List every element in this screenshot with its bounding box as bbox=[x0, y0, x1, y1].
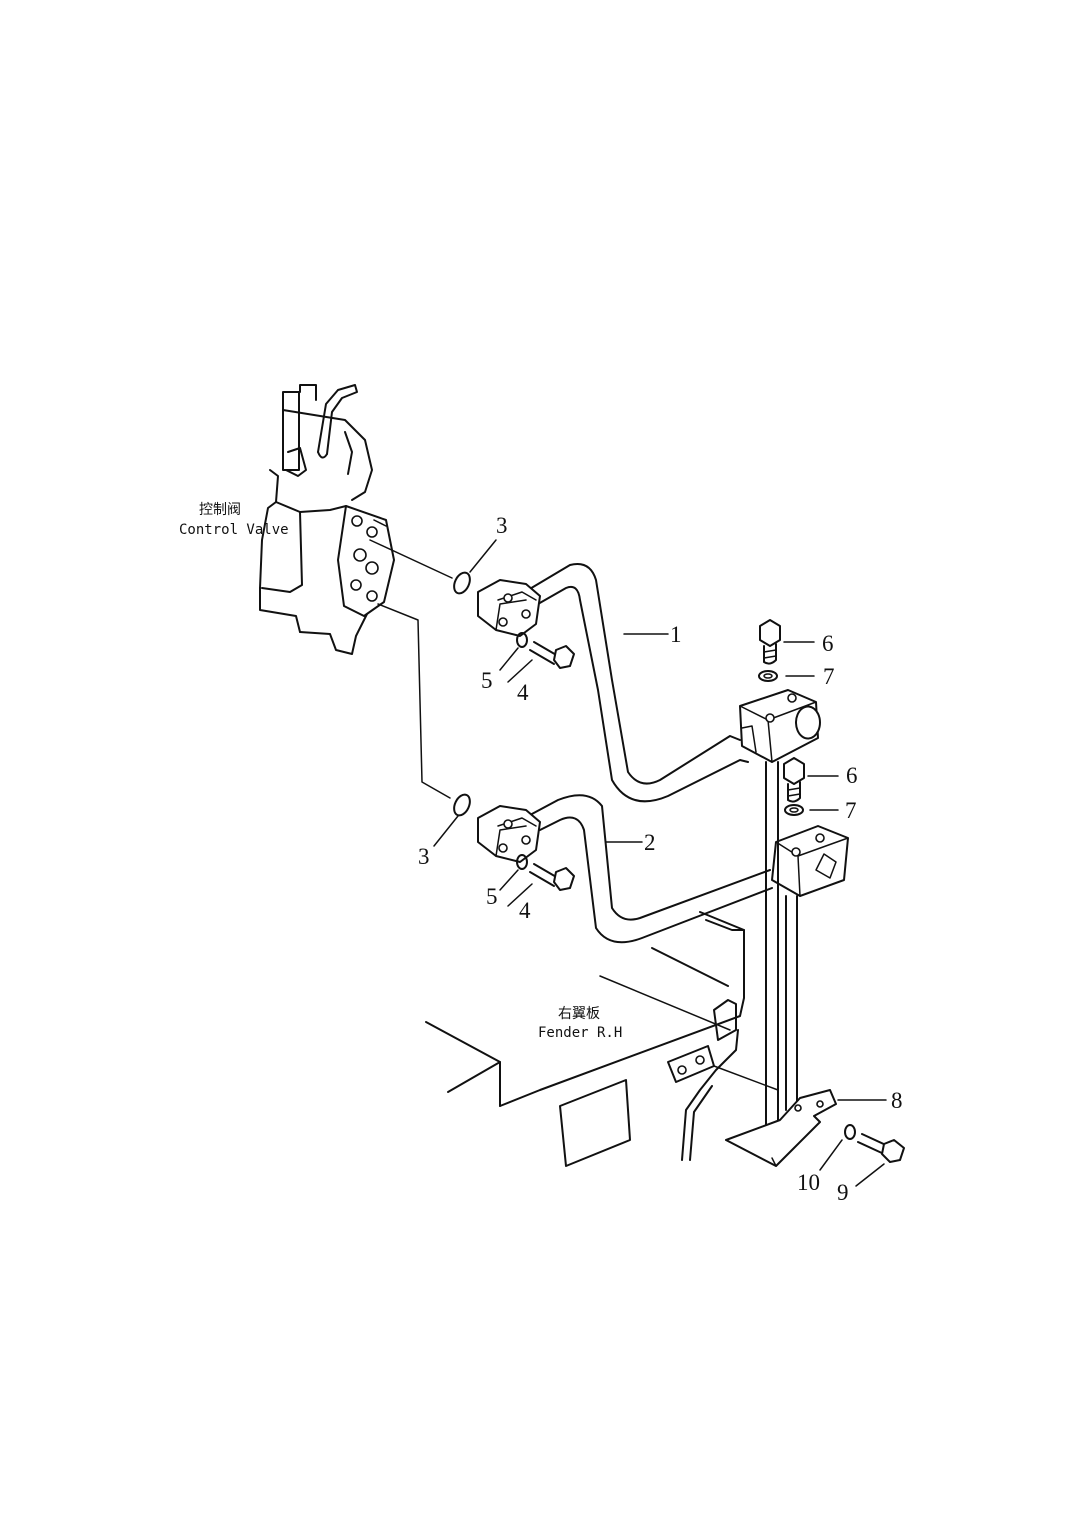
callout-9: 9 bbox=[837, 1180, 849, 1205]
callout-7-upper: 7 bbox=[823, 664, 835, 689]
callout-5-lower: 5 bbox=[486, 884, 498, 909]
callout-4-upper: 4 bbox=[517, 680, 529, 705]
fender-drawing bbox=[425, 911, 779, 1167]
washer-7-lower bbox=[784, 804, 804, 816]
callout-4-lower: 4 bbox=[519, 898, 531, 923]
bolt-4-lower bbox=[529, 863, 575, 891]
o-ring-upper bbox=[453, 571, 471, 595]
callout-6-upper: 6 bbox=[822, 631, 834, 656]
callout-3-lower: 3 bbox=[418, 844, 430, 869]
callout-1: 1 bbox=[670, 622, 682, 647]
leader-lines bbox=[433, 539, 887, 1187]
pipe-2-drawing bbox=[477, 794, 773, 944]
bolt-6-upper bbox=[759, 619, 781, 665]
bolt-4-upper bbox=[529, 641, 575, 669]
control-valve-label-cn: 控制阀 bbox=[199, 502, 241, 518]
support-stand-drawing bbox=[725, 761, 837, 1167]
callout-7-lower: 7 bbox=[845, 798, 857, 823]
callout-10: 10 bbox=[797, 1170, 820, 1195]
callout-8: 8 bbox=[891, 1088, 903, 1113]
fender-label-en: Fender R.H bbox=[538, 1025, 622, 1041]
callout-6-lower: 6 bbox=[846, 763, 858, 788]
o-ring-lower bbox=[453, 793, 471, 817]
fender-label-cn: 右翼板 bbox=[558, 1006, 600, 1022]
callout-5-upper: 5 bbox=[481, 668, 493, 693]
washer-5-lower bbox=[516, 854, 528, 870]
washer-5-upper bbox=[516, 632, 528, 648]
washer-7-upper bbox=[758, 670, 778, 682]
clamp-upper-drawing bbox=[739, 689, 821, 763]
pipe-1-drawing bbox=[477, 563, 749, 803]
control-valve-drawing bbox=[259, 384, 453, 799]
control-valve-label-en: Control Valve bbox=[179, 522, 289, 538]
callout-3-upper: 3 bbox=[496, 513, 508, 538]
clamp-lower-drawing bbox=[771, 825, 849, 897]
callout-2: 2 bbox=[644, 830, 656, 855]
bolt-9 bbox=[857, 1133, 905, 1163]
washer-10 bbox=[844, 1124, 856, 1140]
bolt-6-lower bbox=[783, 757, 805, 803]
